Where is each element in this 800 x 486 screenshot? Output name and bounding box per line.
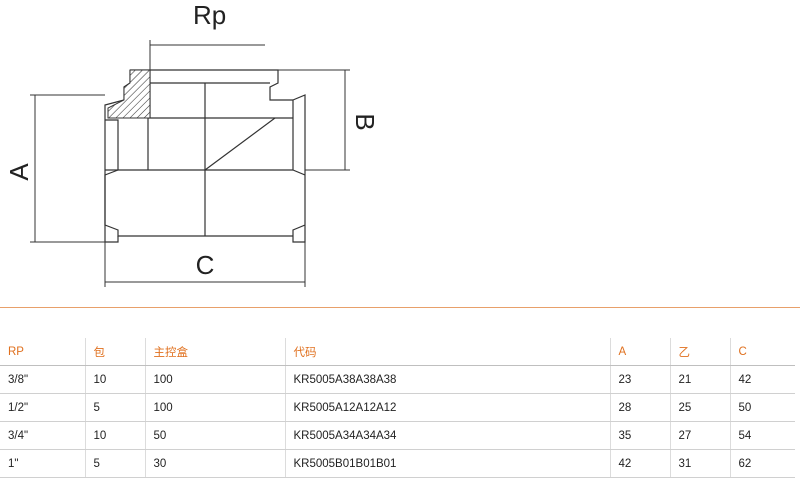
cell-c: 62	[729, 449, 795, 478]
thread-section-hatch	[107, 69, 151, 119]
cell-box: 50	[144, 421, 285, 450]
cell-box: 30	[144, 449, 285, 478]
cell-pack: 5	[84, 393, 145, 422]
pipe-tee-technical-drawing: Rp A B C	[4, 0, 380, 287]
table-header-row: RP 包 主控盒 代码 A 乙 C	[0, 338, 795, 366]
cell-b: 27	[669, 421, 730, 450]
table-row: 3/4" 10 50 KR5005A34A34A34 35 27 54	[0, 421, 795, 450]
cell-a: 28	[609, 393, 670, 422]
cell-c: 42	[729, 365, 795, 394]
cell-box: 100	[144, 393, 285, 422]
cell-b: 21	[669, 365, 730, 394]
cell-code: KR5005A12A12A12	[284, 393, 610, 422]
cell-a: 42	[609, 449, 670, 478]
cell-a: 35	[609, 421, 670, 450]
spec-table: RP 包 主控盒 代码 A 乙 C 3/8" 10 100 KR5005A38A…	[0, 338, 795, 478]
cell-c: 54	[729, 421, 795, 450]
cell-box: 100	[144, 365, 285, 394]
cell-rp: 1"	[0, 449, 85, 478]
dimension-label-rp: Rp	[193, 0, 226, 30]
cell-pack: 5	[84, 449, 145, 478]
cell-pack: 10	[84, 365, 145, 394]
cell-c: 50	[729, 393, 795, 422]
column-header-c: C	[729, 338, 795, 366]
column-header-pack: 包	[84, 338, 145, 366]
cell-b: 25	[669, 393, 730, 422]
column-header-rp: RP	[0, 338, 85, 366]
column-header-a: A	[609, 338, 670, 366]
dimension-label-b: B	[350, 113, 380, 130]
cell-a: 23	[609, 365, 670, 394]
cell-code: KR5005A38A38A38	[284, 365, 610, 394]
cell-rp: 3/4"	[0, 421, 85, 450]
dimension-lines	[30, 40, 350, 287]
table-row: 1" 5 30 KR5005B01B01B01 42 31 62	[0, 449, 795, 478]
dimension-label-c: C	[196, 250, 215, 280]
cell-pack: 10	[84, 421, 145, 450]
cell-b: 31	[669, 449, 730, 478]
dimension-label-a: A	[4, 163, 34, 181]
table-row: 1/2" 5 100 KR5005A12A12A12 28 25 50	[0, 393, 795, 422]
cell-rp: 3/8"	[0, 365, 85, 394]
cell-code: KR5005B01B01B01	[284, 449, 610, 478]
cell-code: KR5005A34A34A34	[284, 421, 610, 450]
column-header-b: 乙	[669, 338, 730, 366]
column-header-code: 代码	[284, 338, 610, 366]
tee-body	[104, 69, 306, 243]
cell-rp: 1/2"	[0, 393, 85, 422]
section-divider	[0, 307, 800, 308]
column-header-box: 主控盒	[144, 338, 285, 366]
table-row: 3/8" 10 100 KR5005A38A38A38 23 21 42	[0, 365, 795, 394]
